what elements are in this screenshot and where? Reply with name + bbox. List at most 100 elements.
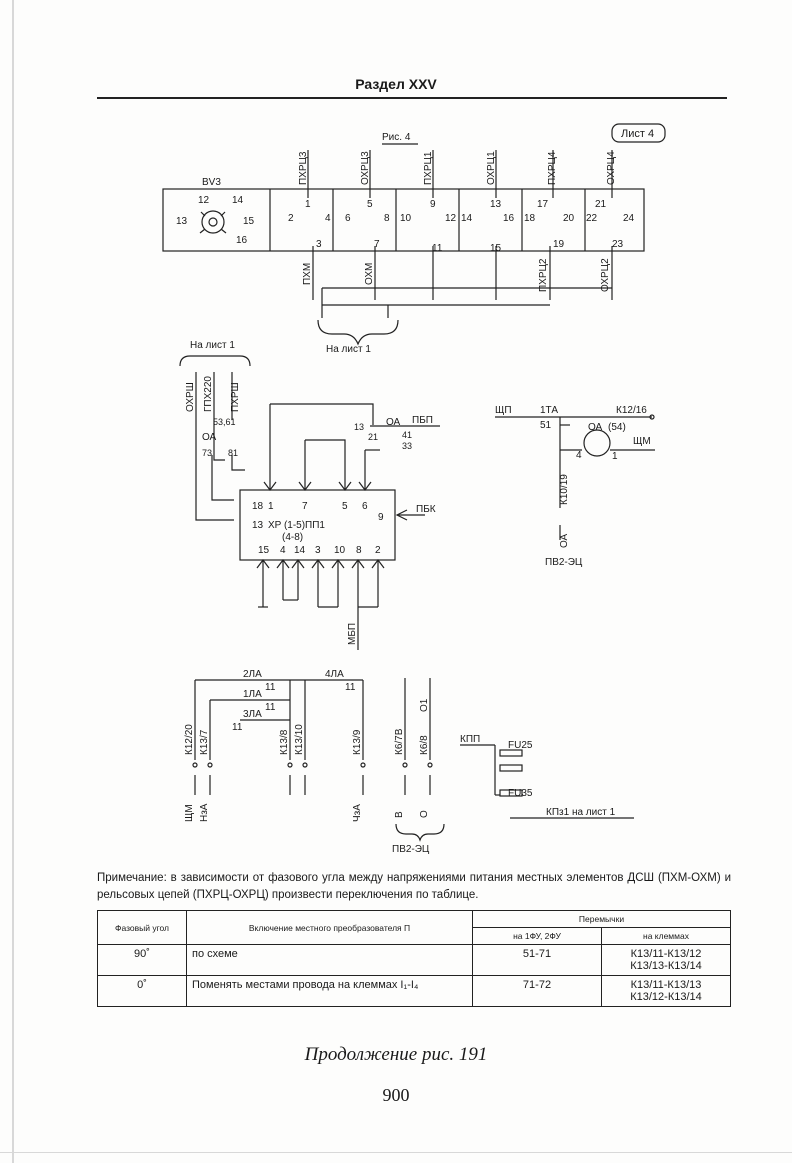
header-rule <box>97 97 727 99</box>
figure-label: Рис. 4 <box>382 132 411 143</box>
panel-bottom-label: ПХМ <box>302 263 313 285</box>
sheet-badge: Лист 4 <box>621 128 654 140</box>
panel-brace-label: На лист 1 <box>326 344 371 355</box>
block-pin: 13 <box>252 520 264 531</box>
block-left-label: ГПХ220 <box>203 376 214 412</box>
panel-top-label: ПХРЦ3 <box>298 151 309 185</box>
block-bottom-pin: 3 <box>315 545 321 556</box>
table-row: 0˚ Поменять местами провода на клеммах I… <box>97 975 731 1007</box>
block-pin: 7 <box>302 501 308 512</box>
ta-oa-bottom: ОА <box>559 533 570 548</box>
relay-contact: 16 <box>503 213 515 224</box>
header-phase: Фазовый угол <box>97 910 187 945</box>
ta-label: 1ТА <box>540 405 558 416</box>
relay-contact: 12 <box>445 213 457 224</box>
header-inclusion: Включение местного преобразователя П <box>186 910 473 945</box>
scan-edge <box>0 1152 792 1153</box>
block-oa-left: ОА <box>202 432 217 443</box>
block-pbp: ПБП <box>412 415 433 426</box>
block-xp-line2: (4-8) <box>282 532 303 543</box>
lamp-pv2-ets: ПВ2-ЭЦ <box>392 844 430 855</box>
relay-contact: 2 <box>288 213 294 224</box>
block-pbk: ПБК <box>416 504 436 515</box>
relay-contact: 11 <box>432 243 443 254</box>
terminals-line: К13/12-К13/14 <box>630 991 702 1003</box>
lamp-bottom-label: НзА <box>199 803 210 822</box>
block-contact: 81 <box>228 448 238 458</box>
relay-contact: 22 <box>586 213 598 224</box>
lamp-bottom-label: В <box>394 811 405 818</box>
lamp-vertical-label: К13/7 <box>199 729 210 755</box>
panel-top-label: ОХРЦ1 <box>486 151 497 185</box>
cell-inclusion: по схеме <box>186 944 473 976</box>
fuse-kpp: КПП <box>460 734 480 745</box>
relay-contact: 19 <box>553 239 565 250</box>
relay-contact: 17 <box>537 199 549 210</box>
lamp-vertical-label: К12/20 <box>184 724 195 755</box>
panel-top-label: ПХРЦ4 <box>547 151 558 185</box>
block-oa-top: ОА <box>386 417 401 428</box>
relay-contact: 4 <box>325 213 331 224</box>
relay-contact: 1 <box>305 199 311 210</box>
ta-pv2-ets: ПВ2-ЭЦ <box>545 557 583 568</box>
lamp-vertical-label: К6/7В <box>394 728 405 755</box>
ta-1: 1 <box>612 451 618 462</box>
block-bottom-pin: 2 <box>375 545 381 556</box>
block-contact: 73 <box>202 448 212 458</box>
block-mbp: МБП <box>347 623 358 645</box>
section-header: Раздел XXV <box>355 76 437 92</box>
ta-k12-16: К12/16 <box>616 405 647 416</box>
lamp-2la: 2ЛА <box>243 669 262 680</box>
lamp-11: 11 <box>265 682 276 693</box>
header-on-fu: на 1ФУ, 2ФУ <box>472 927 602 945</box>
block-pin: 18 <box>252 501 264 512</box>
note-text: Примечание: в зависимости от фазового уг… <box>97 872 731 901</box>
cell-phase: 90˚ <box>97 944 187 976</box>
cell-inclusion: Поменять местами провода на клеммах I₁-I… <box>186 975 473 1007</box>
panel-top-label: ПХРЦ1 <box>423 151 434 185</box>
panel-bottom-label: ОХМ <box>364 263 375 285</box>
block-bottom-pin: 15 <box>258 545 270 556</box>
fuse-fu25: FU25 <box>508 740 533 751</box>
ta-oa: ОА <box>588 422 603 433</box>
relay-contact: 24 <box>623 213 635 224</box>
block-bottom-pin: 10 <box>334 545 346 556</box>
block-left-label: ПХРШ <box>230 382 241 412</box>
block-pin: 9 <box>378 512 384 523</box>
block-contact: 53,61 <box>213 417 236 427</box>
relay-contact: 18 <box>524 213 536 224</box>
cell-fu: 51-71 <box>472 944 602 976</box>
ta-51: 51 <box>540 420 552 431</box>
bv3-contact: 13 <box>176 216 188 227</box>
block-xp-line1: XP (1-5)ПП1 <box>268 520 325 531</box>
lamp-vertical-label: К6/8 <box>419 735 430 755</box>
relay-contact: 7 <box>374 239 380 250</box>
relay-contact: 10 <box>400 213 412 224</box>
lamp-bottom-label: ЧзА <box>352 804 363 822</box>
lamp-vertical-label: К13/9 <box>352 729 363 755</box>
block-contact: 41 <box>402 430 412 440</box>
ta-shchm: ЩМ <box>633 436 651 447</box>
lamp-4la: 4ЛА <box>325 669 344 680</box>
block-na-list: На лист 1 <box>190 340 235 351</box>
block-contact: 21 <box>368 432 378 442</box>
relay-contact: 23 <box>612 239 624 250</box>
block-bottom-pin: 14 <box>294 545 306 556</box>
block-bottom-pin: 8 <box>356 545 362 556</box>
ta-k10-19: К10/19 <box>559 474 570 505</box>
bv3-contact: 15 <box>243 216 255 227</box>
block-pin: 1 <box>268 501 274 512</box>
lamp-vertical-label: О1 <box>419 698 430 712</box>
relay-contact: 8 <box>384 213 390 224</box>
phase-table: Фазовый угол Включение местного преобраз… <box>97 910 731 1007</box>
relay-contact: 20 <box>563 213 575 224</box>
block-bottom-pin: 4 <box>280 545 286 556</box>
page-number: 900 <box>382 1085 410 1105</box>
panel-top-label: ОХРЦ3 <box>360 151 371 185</box>
lamp-11: 11 <box>265 702 276 713</box>
